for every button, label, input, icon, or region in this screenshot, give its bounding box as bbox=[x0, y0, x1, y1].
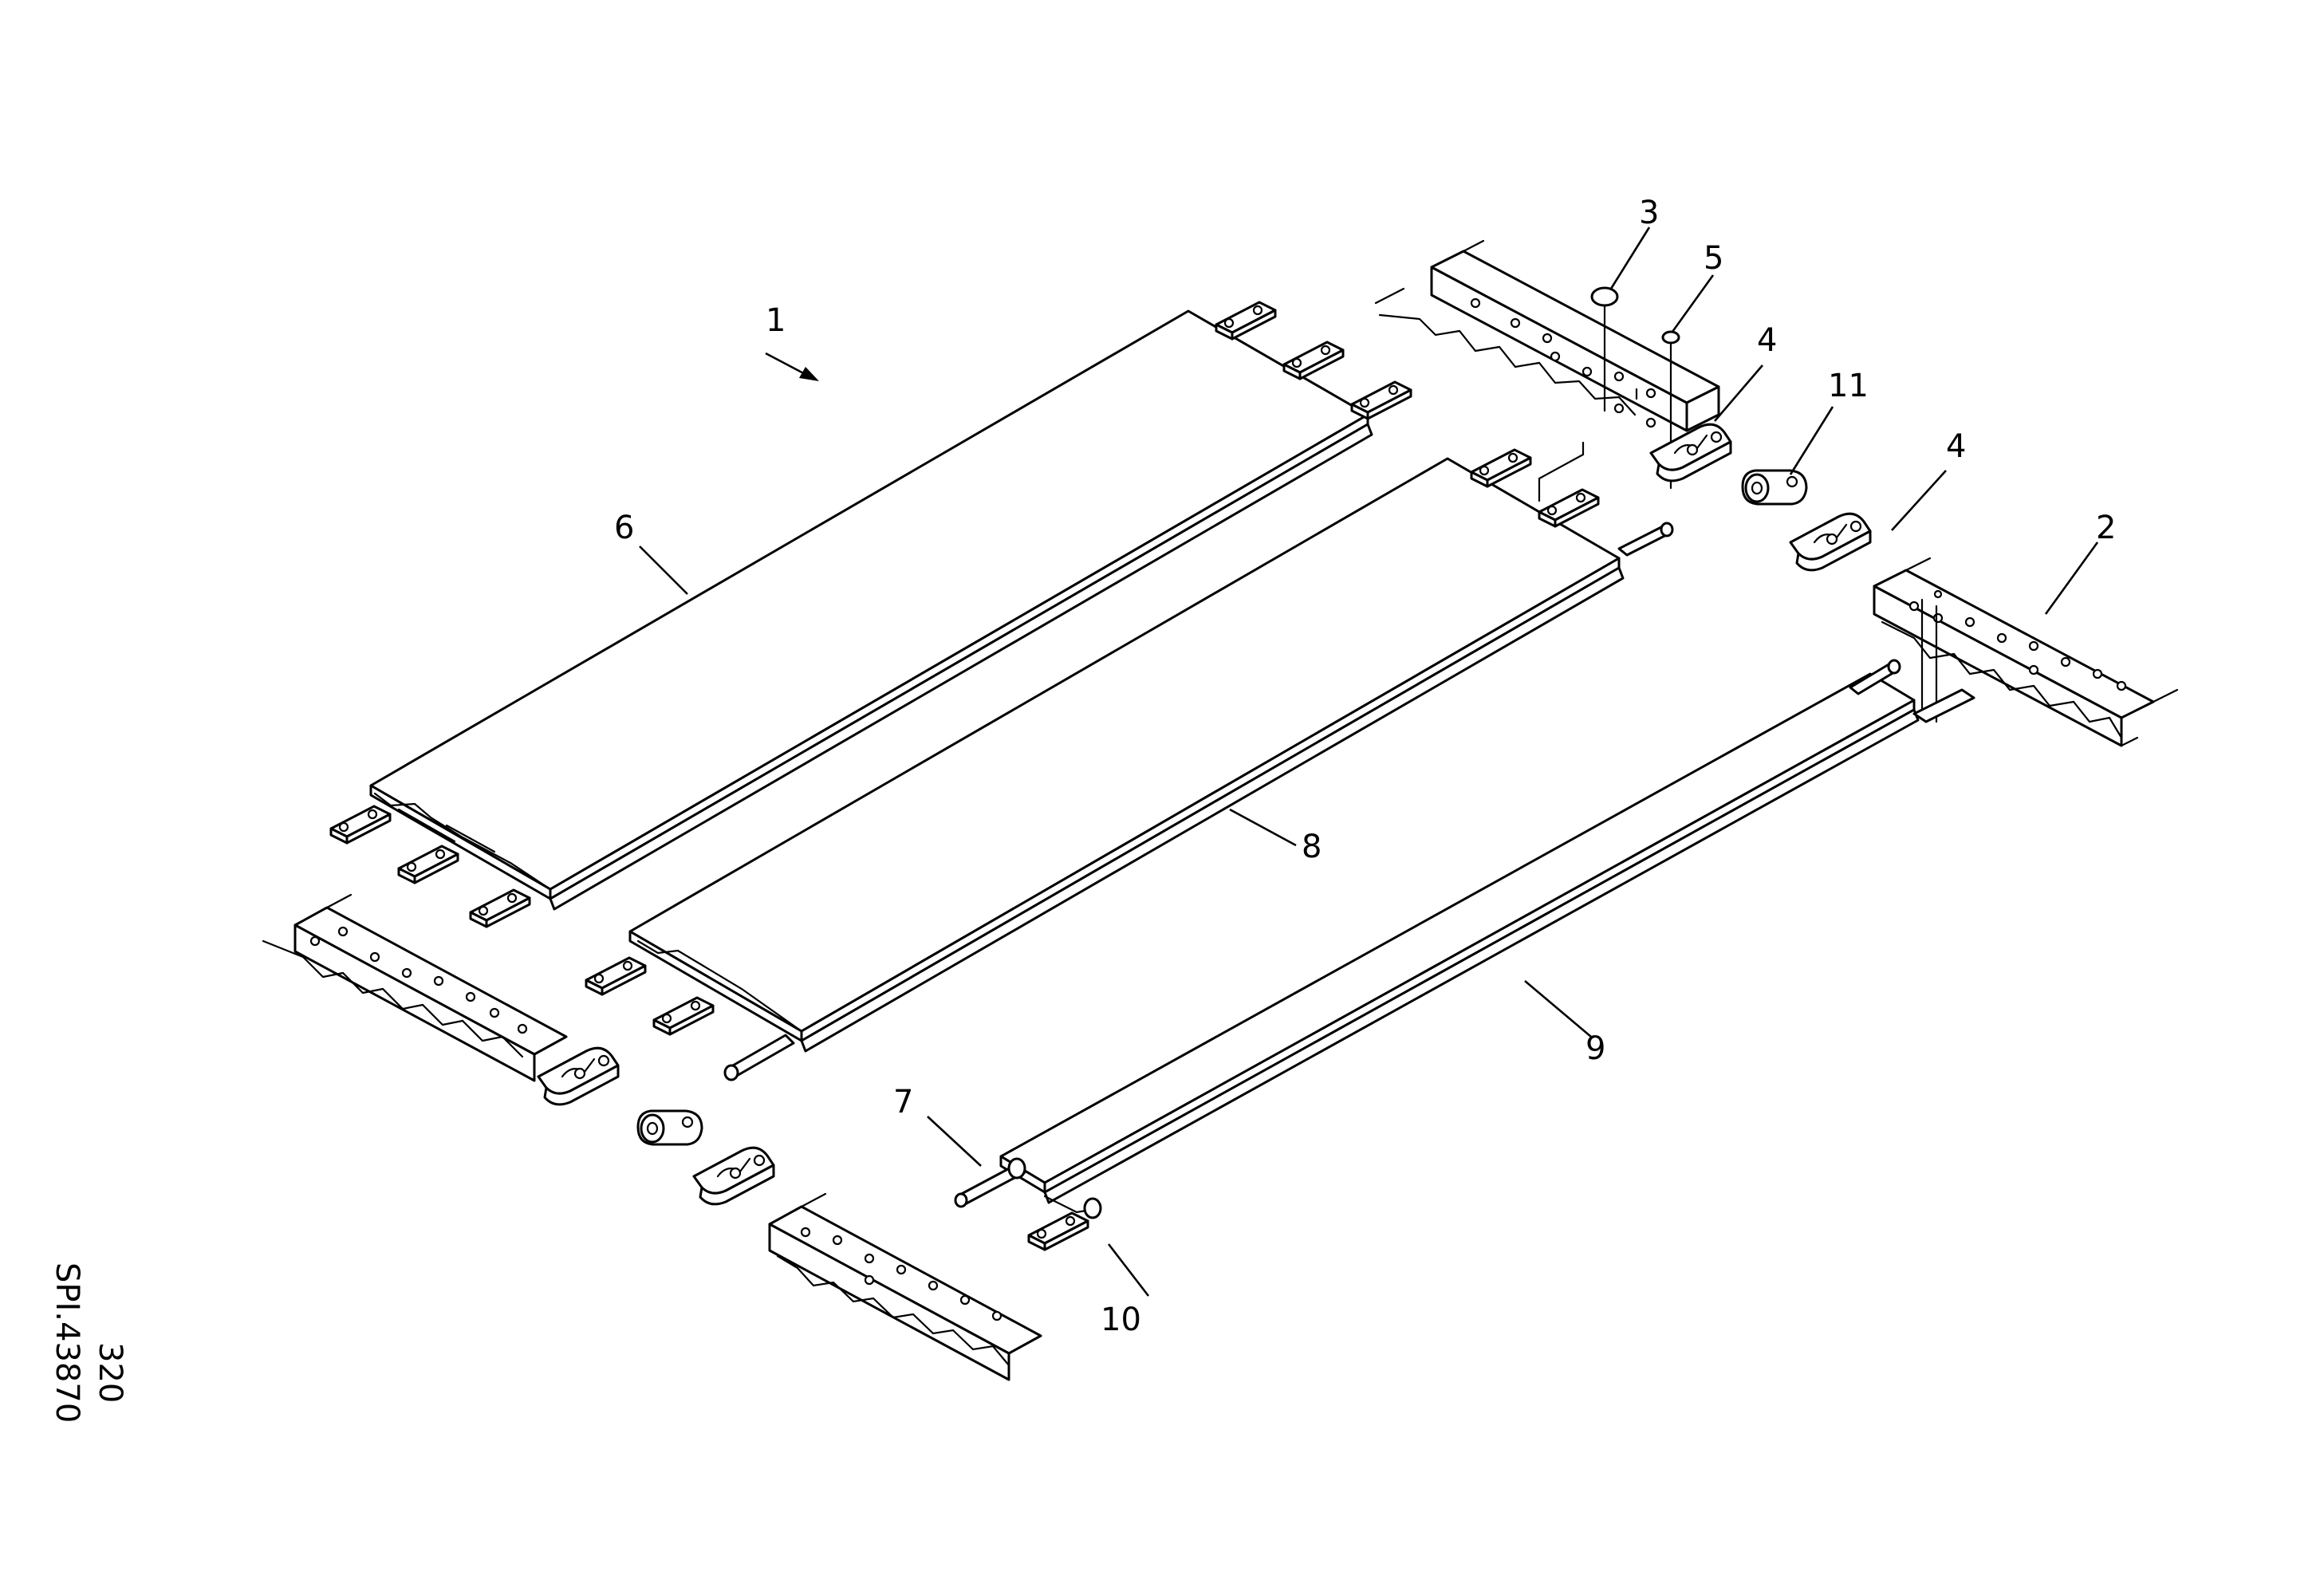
tab-10 bbox=[1027, 1195, 1102, 1251]
drawing-reference-code: SPI.43870 320 bbox=[49, 1262, 128, 1423]
callout-1: 1 bbox=[766, 302, 786, 339]
leader-lines bbox=[639, 226, 2099, 1297]
callout-11: 11 bbox=[1828, 368, 1869, 404]
top-chain-strip bbox=[1374, 239, 1720, 432]
callout-3: 3 bbox=[1639, 195, 1659, 231]
callout-4-top: 4 bbox=[1757, 322, 1777, 359]
hinge-link-4-right bbox=[1789, 512, 1872, 572]
callout-6: 6 bbox=[614, 510, 634, 546]
callout-9: 9 bbox=[1585, 1030, 1605, 1067]
callout-2: 2 bbox=[2096, 510, 2116, 546]
slat-8-tabs bbox=[585, 441, 1600, 1081]
roller-left bbox=[636, 1109, 703, 1146]
slat-8 bbox=[628, 457, 1674, 1053]
hinge-link-4-top bbox=[1649, 423, 1732, 482]
callout-8: 8 bbox=[1302, 829, 1322, 865]
drawing-code-line-1: SPI.43870 bbox=[49, 1262, 85, 1424]
callout-5: 5 bbox=[1704, 240, 1723, 277]
callout-4-right: 4 bbox=[1946, 428, 1966, 465]
hinge-link-left-2 bbox=[692, 1146, 775, 1206]
callout-7: 7 bbox=[893, 1084, 913, 1120]
slat-9 bbox=[999, 659, 1975, 1204]
drawing-code-line-2: 320 bbox=[92, 1342, 128, 1404]
callout-10: 10 bbox=[1101, 1302, 1141, 1338]
left-chain-strip bbox=[262, 893, 568, 1082]
roller-11 bbox=[1741, 469, 1808, 506]
bottom-chain-strip bbox=[768, 1192, 1042, 1381]
shaft-7 bbox=[954, 1157, 1026, 1208]
slat-6 bbox=[369, 309, 1373, 911]
right-chain-strip-2 bbox=[1873, 557, 2179, 747]
direction-arrow-1 bbox=[765, 352, 819, 381]
rivet-3 bbox=[1590, 286, 1619, 412]
hinge-link-left-1 bbox=[537, 1046, 620, 1106]
